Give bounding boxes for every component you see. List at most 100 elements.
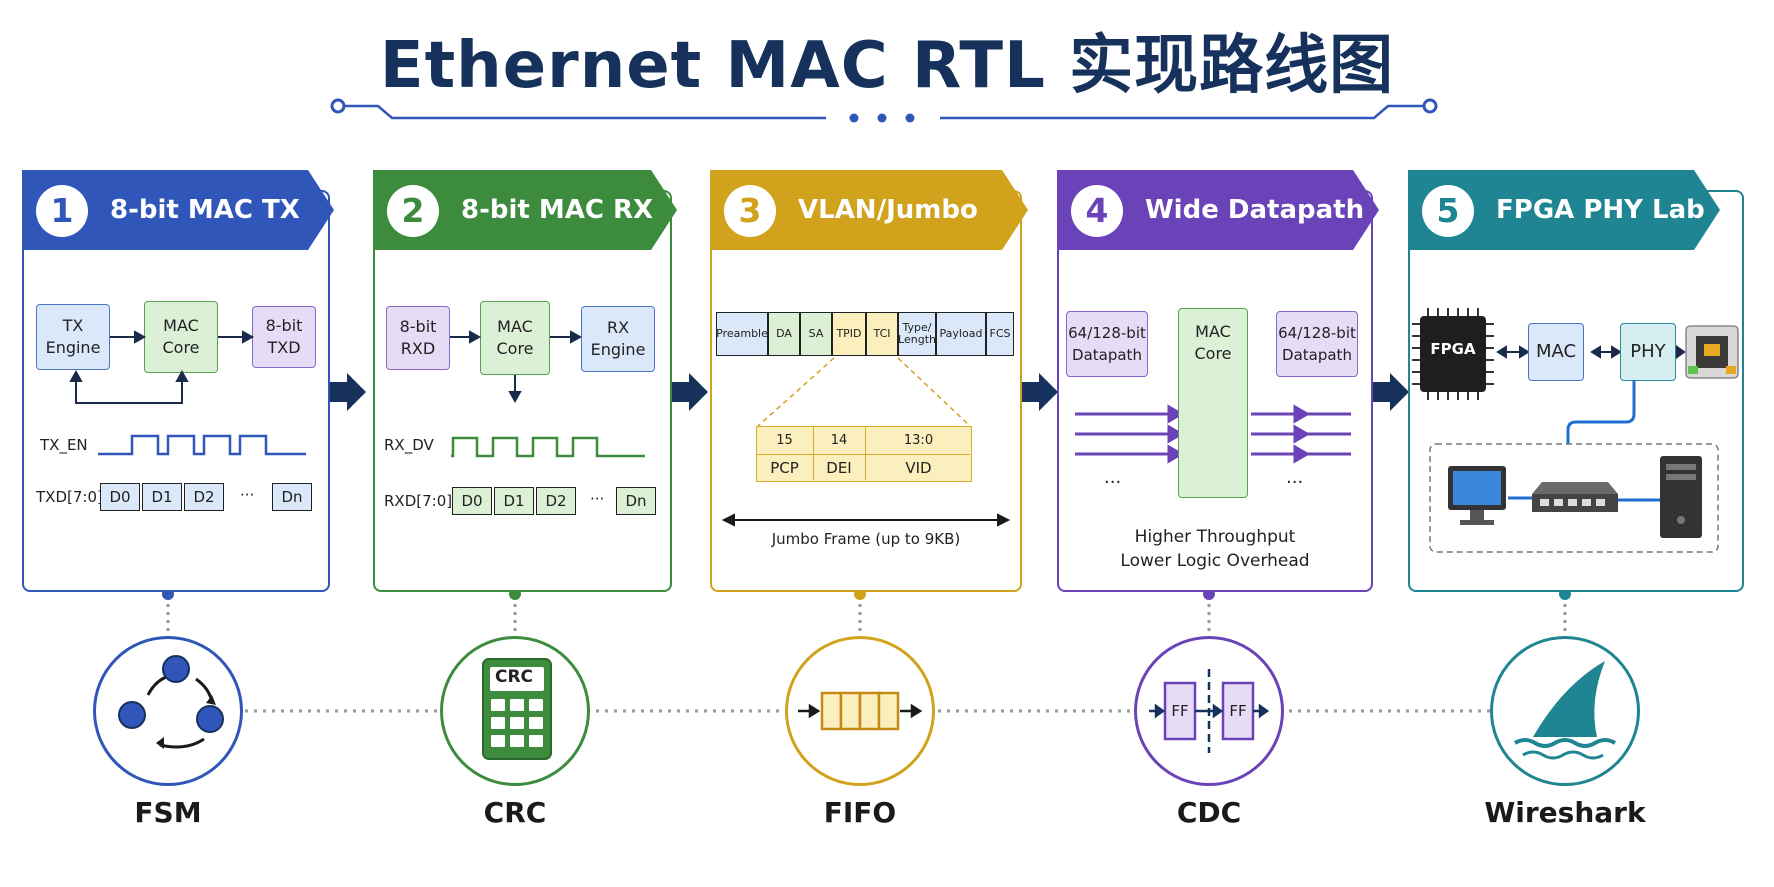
txd-block: 8-bit TXD	[252, 306, 316, 368]
tx-engine-block: TX Engine	[36, 304, 110, 370]
tool-fifo	[785, 636, 935, 786]
rx-wiring	[450, 330, 645, 458]
ff-label: FF	[1171, 702, 1189, 720]
stage-arrows	[330, 373, 1409, 411]
stage-title: Wide Datapath	[1145, 195, 1365, 225]
arrow-3-4	[1022, 373, 1058, 411]
data-beat: D2	[536, 487, 576, 515]
mac-block: MAC	[1528, 323, 1584, 381]
rxd-block: 8-bit RXD	[386, 306, 450, 370]
tci-pcp: PCP	[770, 459, 799, 477]
crc-badge: CRC	[494, 667, 534, 687]
stage-number: 3	[724, 185, 776, 237]
tool-name: CRC	[483, 796, 547, 829]
arrow-2-3	[672, 373, 708, 411]
tci-dei: DEI	[826, 459, 852, 477]
calculator-icon	[482, 658, 552, 760]
frame-field-type-length: Type/ Length	[898, 312, 936, 356]
data-beat: D2	[184, 483, 224, 511]
wide-datapath-out-block: 64/128-bit Datapath	[1276, 311, 1358, 377]
stage-card-rx	[373, 190, 672, 592]
ellipsis: ···	[240, 486, 255, 504]
fpga-label: FPGA	[1430, 340, 1476, 358]
stage-number: 4	[1071, 185, 1123, 237]
data-beat: D0	[452, 487, 492, 515]
stage-title: VLAN/Jumbo	[798, 195, 978, 225]
state-machine-icon	[118, 655, 224, 749]
tool-name: FSM	[134, 796, 202, 829]
clock-domain-crossing-icon	[1149, 669, 1270, 753]
title-divider	[330, 98, 1438, 123]
frame-field-preamble: Preamble	[716, 312, 768, 356]
stage-title: FPGA PHY Lab	[1496, 195, 1705, 225]
tool-wireshark	[1490, 636, 1640, 786]
rj45-port-icon	[1685, 325, 1739, 379]
stage-header-vlan: 3 VLAN/Jumbo	[710, 170, 1028, 250]
frame-field-da: DA	[768, 312, 800, 356]
jumbo-frame-label: Jumbo Frame (up to 9KB)	[771, 530, 961, 548]
tci-bit-15: 15	[776, 432, 793, 448]
tx-wiring	[69, 330, 306, 456]
stage-card-wide	[1057, 190, 1373, 592]
fpga-chip-icon	[1420, 316, 1486, 392]
server-tower-icon	[1660, 456, 1702, 538]
fifo-queue-icon	[798, 691, 923, 731]
data-beat: D0	[100, 483, 140, 511]
frame-field-payload: Payload	[936, 312, 986, 356]
arrow-1-2	[330, 373, 366, 411]
stage-header-wide: 4 Wide Datapath	[1057, 170, 1379, 250]
frame-field-tci: TCI	[866, 312, 898, 356]
txd-bus-label: TXD[7:0]	[36, 488, 103, 506]
stage-title: 8-bit MAC TX	[110, 195, 300, 225]
lab-network	[1429, 380, 1719, 553]
wide-caption-overhead: Lower Logic Overhead	[1120, 551, 1310, 571]
phy-block: PHY	[1620, 323, 1676, 381]
tci-bit-14: 14	[830, 432, 848, 448]
rx-dv-label: RX_DV	[384, 436, 434, 454]
stage-title: 8-bit MAC RX	[461, 195, 654, 225]
wide-bus-lines	[1075, 404, 1351, 464]
stage-header-phy: 5 FPGA PHY Lab	[1408, 170, 1720, 250]
mac-core-block: MAC Core	[480, 301, 550, 375]
tci-bit-13-0: 13:0	[903, 432, 934, 448]
wide-datapath-in-block: 64/128-bit Datapath	[1066, 311, 1148, 377]
tool-crc	[440, 636, 590, 786]
data-beat: D1	[142, 483, 182, 511]
stage-header-rx: 2 8-bit MAC RX	[373, 170, 677, 250]
tool-name: CDC	[1176, 796, 1242, 829]
shark-fin-icon	[1513, 661, 1617, 760]
tool-name: Wireshark	[1484, 796, 1646, 829]
ellipsis: ···	[1286, 472, 1304, 493]
phy-lab-graphic	[1412, 308, 1739, 400]
data-beat-last: Dn	[272, 483, 312, 511]
page-title: Ethernet MAC RTL 实现路线图	[379, 29, 1395, 103]
rxd-bus-label: RXD[7:0]	[384, 492, 453, 510]
data-beat: D1	[494, 487, 534, 515]
tool-fsm	[93, 636, 243, 786]
stage-number: 5	[1422, 185, 1474, 237]
tool-cdc	[1134, 636, 1284, 786]
monitor-icon	[1448, 466, 1506, 525]
tx-en-label: TX_EN	[40, 436, 88, 454]
stage-number: 2	[387, 185, 439, 237]
tci-breakdown	[756, 426, 972, 482]
tool-name: FIFO	[823, 796, 897, 829]
network-switch-icon	[1532, 482, 1618, 512]
wide-caption-throughput: Higher Throughput	[1134, 527, 1296, 547]
ellipsis: ···	[590, 490, 605, 508]
frame-field-fcs: FCS	[986, 312, 1014, 356]
frame-field-tpid: TPID	[832, 312, 866, 356]
ellipsis: ···	[1104, 472, 1122, 493]
data-beat-last: Dn	[616, 487, 656, 515]
stage-number: 1	[36, 185, 88, 237]
mac-core-block: MAC Core	[1178, 308, 1248, 498]
ff-label: FF	[1229, 702, 1247, 720]
frame-field-sa: SA	[800, 312, 832, 356]
tci-vid: VID	[905, 459, 932, 477]
stage-card-vlan	[710, 190, 1022, 592]
arrow-4-5	[1373, 373, 1409, 411]
rx-engine-block: RX Engine	[581, 306, 655, 372]
vlan-detail-lines	[721, 357, 1011, 527]
stage-header-tx: 1 8-bit MAC TX	[22, 170, 334, 250]
